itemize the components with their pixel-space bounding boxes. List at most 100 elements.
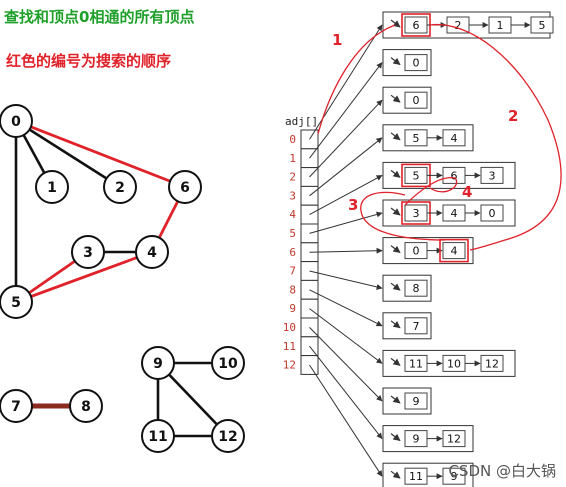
- graph-node-label-10: 10: [218, 356, 238, 372]
- adj-list-value-0-1: 2: [455, 19, 462, 32]
- search-order-path: 1 2 3 4: [317, 23, 562, 251]
- adj-list-lead-arrow-1: [390, 57, 401, 66]
- adj-index-label-12: 12: [283, 359, 296, 372]
- adj-list-node-1-0: [404, 54, 428, 72]
- adj-index-label-0: 0: [289, 133, 296, 146]
- adj-list-node-10-0: [404, 392, 428, 410]
- adj-array-label: adj[]: [285, 115, 318, 128]
- graph-node-11: [141, 419, 175, 453]
- diagram-subtitle: 红色的编号为搜索的顺序: [6, 52, 172, 70]
- adj-index-label-7: 7: [289, 265, 296, 278]
- search-order-number-3: 3: [348, 196, 358, 214]
- diagram-title: 查找和顶点0相通的所有顶点: [4, 8, 195, 26]
- graph-node-label-11: 11: [148, 429, 167, 445]
- graph-node-label-9: 9: [153, 356, 163, 372]
- adj-index-label-11: 11: [283, 340, 296, 353]
- graph-node-label-4: 4: [147, 245, 157, 261]
- search-order-number-1: 1: [332, 31, 342, 49]
- array-pointer-11: [309, 345, 383, 440]
- adj-list-lead-arrow-7: [390, 282, 401, 291]
- adj-list-lead-arrow-8: [390, 320, 401, 329]
- graph-node-label-2: 2: [115, 180, 125, 196]
- adj-index-label-10: 10: [283, 321, 296, 334]
- adj-list-value-0-2: 1: [497, 19, 504, 32]
- adj-list-value-12-0: 11: [409, 470, 423, 483]
- array-pointer-9: [309, 308, 383, 364]
- adj-list-lead-arrow-5: [390, 207, 401, 216]
- adj-list-value-4-2: 3: [489, 169, 496, 182]
- array-pointer-3: [309, 137, 383, 197]
- array-pointer-2: [309, 99, 383, 178]
- adj-list-lead-arrow-3: [390, 132, 401, 141]
- adj-index-label-8: 8: [289, 283, 296, 296]
- adj-list-value-2-0: 0: [413, 94, 420, 107]
- graph-node-9: [141, 346, 175, 380]
- graph-node-3: [71, 235, 105, 269]
- graph-node-8: [69, 389, 103, 423]
- adj-list-node-7-0: [404, 279, 428, 297]
- graph-node-6: [168, 170, 202, 204]
- adj-index-label-4: 4: [289, 208, 296, 221]
- adj-list-value-6-1: 4: [451, 245, 458, 258]
- graph-node-7: [0, 389, 33, 423]
- adj-array-cell-1: [300, 148, 319, 169]
- array-pointer-6: [309, 247, 383, 254]
- adj-list-value-8-0: 7: [413, 320, 420, 333]
- adj-list-node-2-0: [404, 91, 428, 109]
- graph-node-label-3: 3: [83, 245, 93, 261]
- graph-node-label-5: 5: [11, 295, 21, 311]
- graph-node-12: [211, 419, 245, 453]
- adj-list-lead-arrow-9: [390, 357, 401, 366]
- search-order-number-4: 4: [462, 183, 472, 201]
- adj-list-value-10-0: 9: [413, 395, 420, 408]
- adj-list-node-6-1: [442, 242, 466, 260]
- adj-list-value-3-0: 5: [413, 132, 420, 145]
- adj-list-value-0-0: 6: [413, 19, 420, 32]
- graph-edge-4-5: [15, 250, 153, 304]
- adj-index-label-2: 2: [289, 171, 296, 184]
- search-order-curve-1: [317, 24, 396, 135]
- search-order-curve-4: [404, 177, 458, 206]
- array-pointer-4: [309, 174, 383, 216]
- adj-list-value-9-2: 12: [485, 357, 499, 370]
- adj-list-value-11-0: 9: [413, 433, 420, 446]
- graph-node-label-8: 8: [81, 399, 91, 415]
- graph-node-label-7: 7: [11, 399, 21, 415]
- adj-list-value-5-2: 0: [489, 207, 496, 220]
- adj-list-value-7-0: 8: [413, 282, 420, 295]
- graph-node-label-0: 0: [11, 114, 21, 130]
- watermark: CSDN @白大锅: [448, 462, 556, 480]
- adj-list-lead-arrow-2: [390, 94, 401, 103]
- search-order-number-2: 2: [508, 107, 518, 125]
- graph-node-5: [0, 285, 33, 319]
- adj-list-value-9-0: 11: [409, 357, 423, 370]
- graph-edge-0-6: [15, 119, 186, 189]
- adj-list-highlight-6-1: [439, 238, 469, 263]
- adj-index-label-3: 3: [289, 189, 296, 202]
- adj-list-lead-arrow-0: [390, 19, 401, 28]
- graph-edge-0-2: [15, 119, 121, 189]
- graph-node-label-6: 6: [180, 180, 190, 196]
- adj-list-node-3-1: [442, 129, 466, 147]
- adj-array-cell-11: [300, 336, 319, 357]
- adj-list-node-11-1: [442, 430, 466, 448]
- adj-list-value-12-1: 9: [451, 470, 458, 483]
- adj-list-value-0-3: 5: [539, 19, 546, 32]
- graph-node-2: [103, 170, 137, 204]
- adj-list-value-4-0: 5: [413, 169, 420, 182]
- adj-index-label-1: 1: [289, 152, 296, 165]
- graph-node-1: [35, 170, 69, 204]
- adj-list-value-5-0: 3: [413, 207, 420, 220]
- adj-list-node-4-2: [480, 166, 504, 184]
- adj-list-value-3-1: 4: [451, 132, 458, 145]
- adj-list-lead-arrow-4: [390, 169, 401, 178]
- array-pointer-0: [309, 24, 383, 140]
- array-pointer-12: [309, 364, 383, 477]
- graph-node-10: [211, 346, 245, 380]
- adj-index-label-9: 9: [289, 302, 296, 315]
- adj-list-value-5-1: 4: [451, 207, 458, 220]
